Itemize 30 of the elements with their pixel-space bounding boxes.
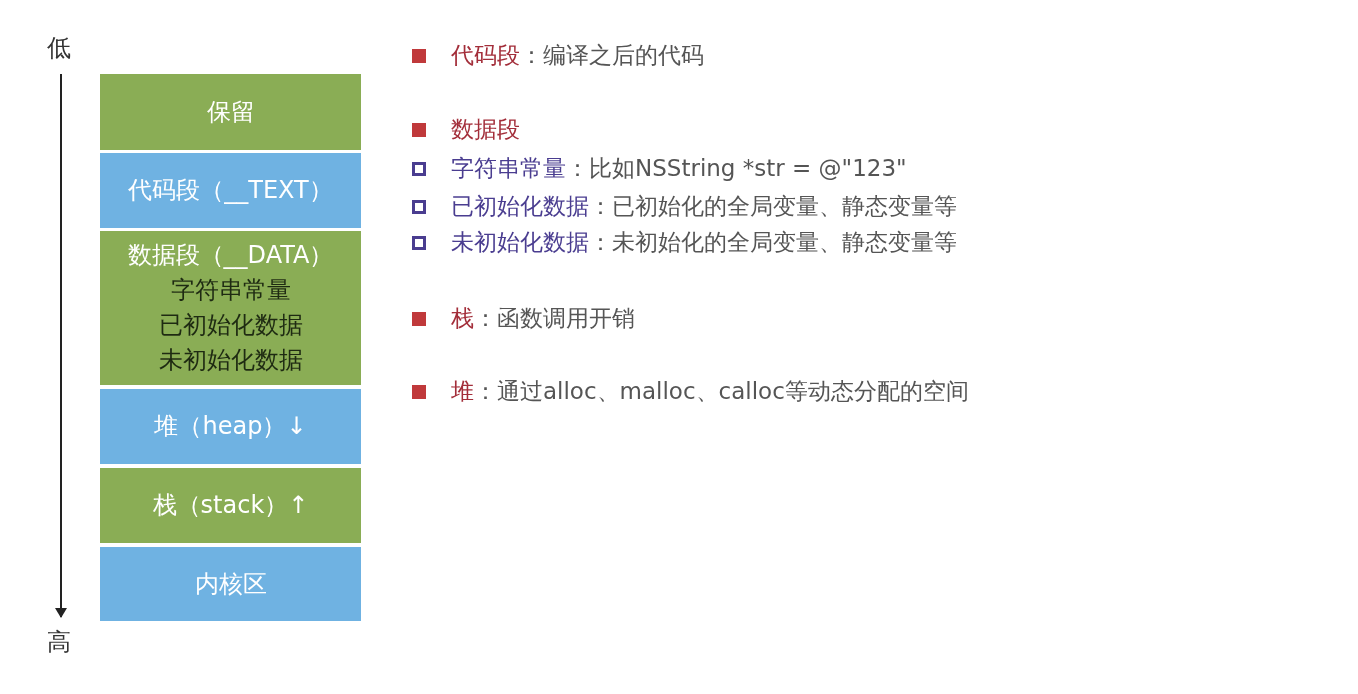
bullet-term: 已初始化数据	[451, 192, 589, 221]
memory-segment	[100, 547, 361, 621]
memory-segment	[100, 153, 361, 228]
bullet-term: 字符串常量	[451, 154, 566, 183]
bullet-description: ：函数调用开销	[474, 304, 635, 333]
bullet-term: 堆	[451, 377, 474, 406]
segment-item: 字符串常量	[170, 275, 291, 307]
memory-segment	[100, 468, 361, 543]
segment-label: 堆（heap）↓	[154, 411, 307, 443]
segment-label: 数据段（__DATA）	[127, 240, 334, 272]
segment-label: 栈（stack）↑	[152, 490, 309, 522]
bullet-term: 数据段	[451, 115, 520, 144]
segment-label: 内核区	[194, 568, 267, 600]
axis-label: 低	[47, 33, 71, 64]
axis-label: 高	[47, 627, 71, 658]
bullet-description: ：未初始化的全局变量、静态变量等	[589, 228, 957, 257]
segment-item: 已初始化数据	[158, 310, 303, 341]
segment-label: 代码段（__TEXT）	[128, 175, 333, 207]
memory-segment	[100, 231, 361, 385]
bullet-term: 代码段	[451, 41, 520, 70]
segment-label: 保留	[206, 96, 255, 128]
memory-segment	[100, 74, 361, 150]
bullet-description: ：比如NSString *str = @"123"	[566, 154, 907, 183]
bullet-term: 栈	[451, 304, 474, 333]
segment-item: 未初始化数据	[158, 344, 303, 376]
bullet-description: ：已初始化的全局变量、静态变量等	[589, 192, 957, 221]
memory-segment	[100, 389, 361, 464]
bullet-description: ：编译之后的代码	[520, 41, 704, 70]
bullet-term: 未初始化数据	[451, 228, 589, 257]
bullet-description: ：通过alloc、malloc、calloc等动态分配的空间	[474, 377, 969, 406]
